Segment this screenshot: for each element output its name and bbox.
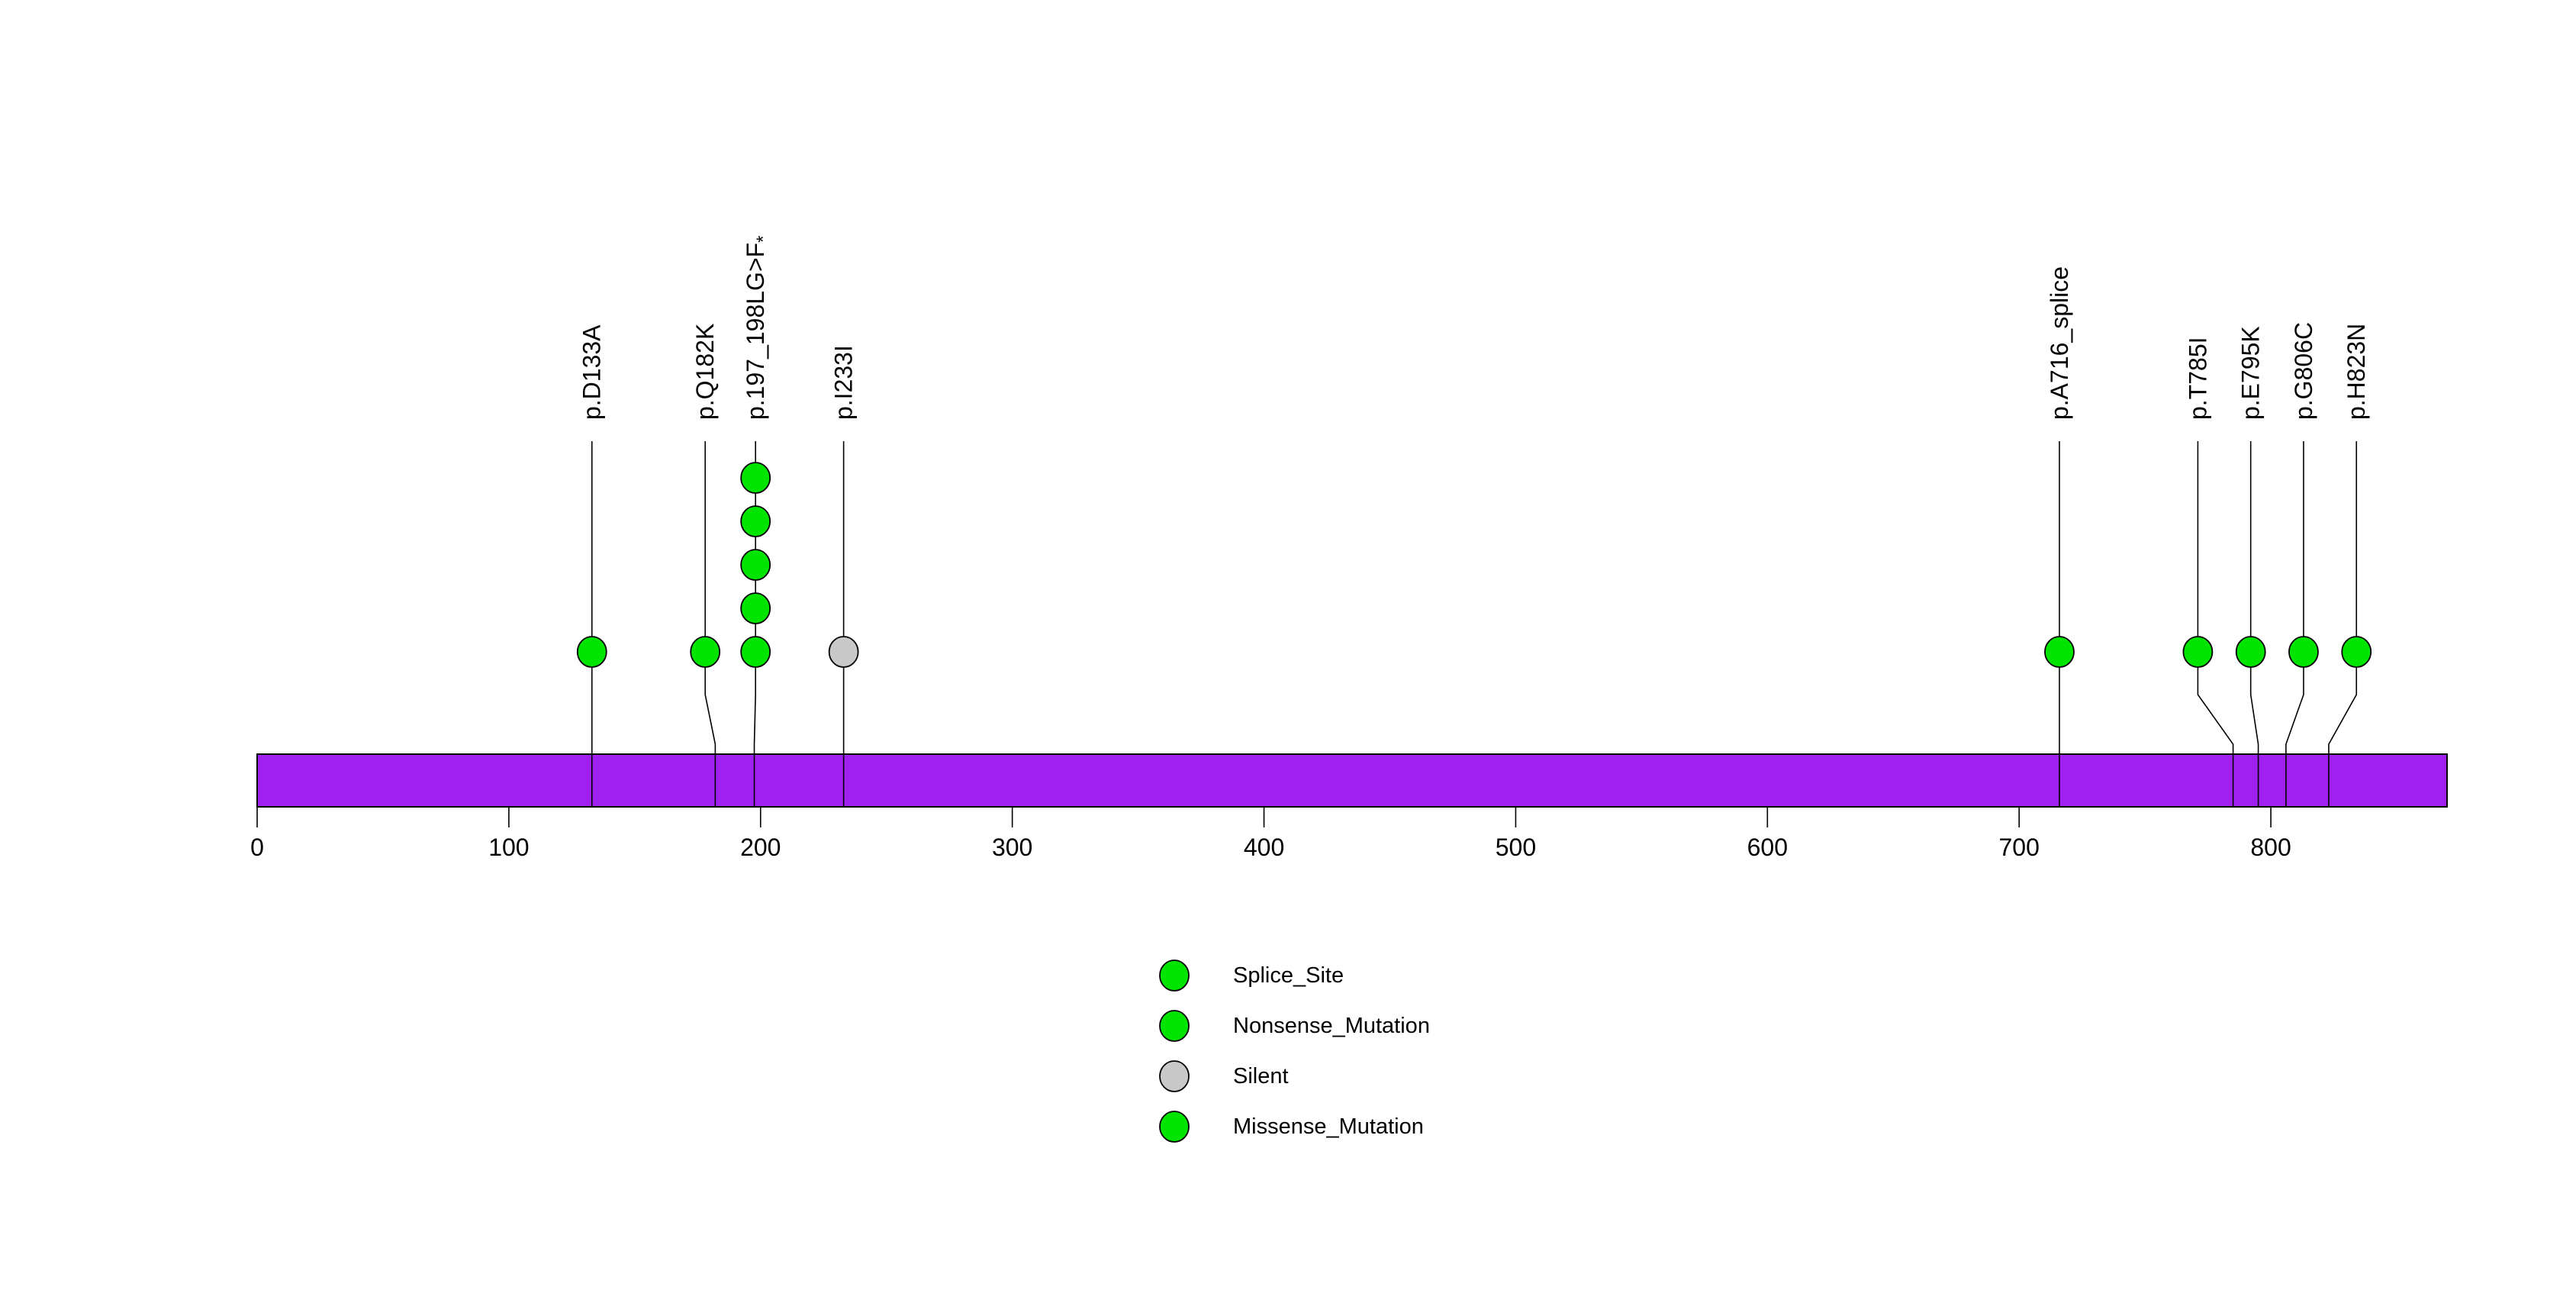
protein-bar — [256, 753, 2448, 808]
mutation-circle — [2182, 636, 2214, 668]
mutation-stems-group — [591, 441, 2358, 807]
x-axis-tick-label: 600 — [1747, 834, 1788, 861]
mutation-stem — [704, 441, 716, 807]
mutation-stem — [2249, 441, 2259, 807]
mutation-circle — [740, 636, 771, 668]
legend-swatch-silent — [1159, 1060, 1190, 1092]
x-axis-group: 0 100 200 300 400 500 600 700 800 — [250, 807, 2291, 861]
mutation-stem — [2197, 441, 2234, 807]
mutation-circles-group — [576, 462, 2372, 668]
mutation-circle — [690, 636, 721, 668]
mutation-circle — [576, 636, 607, 668]
mutation-circle — [740, 505, 771, 537]
mutation-label: p.A716_splice — [2046, 266, 2073, 420]
legend-swatch-missense_mutation — [1159, 1111, 1190, 1143]
legend-group: Splice_SiteNonsense_MutationSilentMissen… — [1159, 959, 1430, 1143]
legend-swatch-splice_site — [1159, 959, 1190, 992]
x-axis-tick-label: 500 — [1496, 834, 1536, 861]
mutation-circle — [740, 592, 771, 624]
mutation-label: p.Q182K — [691, 324, 719, 420]
x-axis-tick-label: 700 — [1999, 834, 2040, 861]
mutation-label: p.T785I — [2184, 337, 2211, 420]
legend-label: Nonsense_Mutation — [1233, 1014, 1430, 1038]
mutation-circle — [2341, 636, 2372, 668]
x-axis-tick-label: 300 — [992, 834, 1032, 861]
mutation-label: p.197_198LG>F* — [742, 235, 774, 420]
mutation-circle — [2235, 636, 2266, 668]
legend-label: Silent — [1233, 1064, 1289, 1088]
mutation-label: p.I233I — [830, 345, 858, 420]
mutation-label: p.G806C — [2290, 322, 2317, 420]
legend-label: Missense_Mutation — [1233, 1114, 1424, 1139]
x-axis-tick-label: 100 — [488, 834, 529, 861]
x-axis-tick-label: 200 — [740, 834, 781, 861]
mutation-labels-group: p.D133A p.Q182K p.197_198LG>F* p.I233I p.A71… — [578, 235, 2370, 420]
mutation-circle — [2044, 636, 2075, 668]
mutation-circle — [740, 462, 771, 494]
mutation-circle — [2288, 636, 2319, 668]
mutation-circle — [740, 549, 771, 581]
x-axis-tick-label: 400 — [1244, 834, 1284, 861]
mutation-circle — [828, 636, 859, 668]
x-axis-tick-label: 0 — [250, 834, 264, 861]
x-axis-tick-label: 800 — [2250, 834, 2291, 861]
mutation-label: p.D133A — [578, 324, 606, 420]
mutation-label: p.H823N — [2343, 324, 2370, 420]
mutation-stem — [2328, 441, 2358, 807]
legend-label: Splice_Site — [1233, 963, 1344, 988]
protein-bar-group — [256, 753, 2448, 808]
mutation-stem — [2285, 441, 2304, 807]
mutation-label: p.E795K — [2237, 326, 2265, 420]
legend-swatch-nonsense_mutation — [1159, 1010, 1190, 1042]
